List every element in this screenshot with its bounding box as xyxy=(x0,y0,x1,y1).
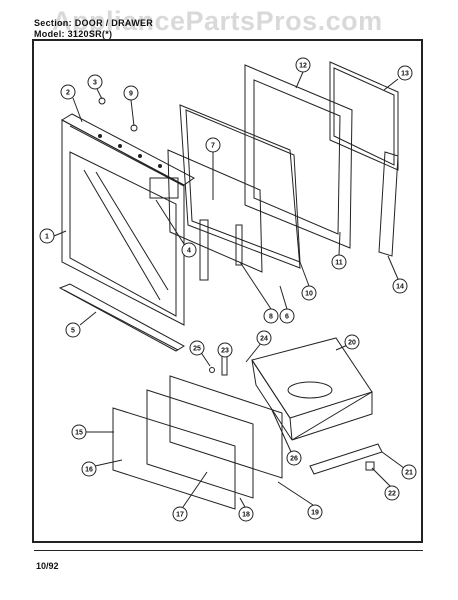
callout-8: 8 xyxy=(263,308,279,324)
callout-5: 5 xyxy=(65,322,81,338)
hinge-bracket xyxy=(149,177,243,281)
svg-text:2: 2 xyxy=(66,90,70,97)
svg-text:4: 4 xyxy=(187,248,191,255)
callout-2: 2 xyxy=(60,84,76,100)
callout-18: 18 xyxy=(238,506,254,522)
callout-25: 25 xyxy=(189,340,205,356)
callout-7: 7 xyxy=(205,137,221,153)
callout-20: 20 xyxy=(344,334,360,350)
callout-1: 1 xyxy=(39,228,55,244)
side-seal-strip xyxy=(378,151,399,257)
svg-text:6: 6 xyxy=(285,314,289,321)
svg-text:15: 15 xyxy=(75,430,83,437)
callout-6: 6 xyxy=(279,308,295,324)
svg-text:10: 10 xyxy=(305,291,313,298)
svg-text:23: 23 xyxy=(221,348,229,355)
callout-14: 14 xyxy=(392,278,408,294)
model-title: Model: 3120SR(*) xyxy=(34,29,113,39)
door-outer-panel xyxy=(61,119,185,326)
callout-11: 11 xyxy=(331,254,347,270)
callout-10: 10 xyxy=(301,285,317,301)
svg-text:19: 19 xyxy=(311,510,319,517)
callout-23: 23 xyxy=(217,342,233,358)
callout-19: 19 xyxy=(307,504,323,520)
svg-text:25: 25 xyxy=(193,346,201,353)
door-inner-liner xyxy=(244,64,353,249)
svg-text:14: 14 xyxy=(396,284,404,291)
svg-text:7: 7 xyxy=(211,143,215,150)
svg-text:5: 5 xyxy=(71,328,75,335)
svg-text:1: 1 xyxy=(45,234,49,241)
svg-text:11: 11 xyxy=(335,260,343,267)
callout-15: 15 xyxy=(71,424,87,440)
callout-21: 21 xyxy=(401,464,417,480)
svg-text:3: 3 xyxy=(93,80,97,87)
callout-22: 22 xyxy=(384,485,400,501)
svg-text:16: 16 xyxy=(85,467,93,474)
callout-24: 24 xyxy=(256,330,272,346)
callout-4: 4 xyxy=(181,242,197,258)
svg-text:21: 21 xyxy=(405,470,413,477)
svg-text:9: 9 xyxy=(129,91,133,98)
diagram-frame xyxy=(32,39,423,543)
door-top-trim xyxy=(60,113,195,187)
callout-3: 3 xyxy=(87,74,103,90)
svg-text:17: 17 xyxy=(176,512,184,519)
svg-text:24: 24 xyxy=(260,336,268,343)
section-title: Section: DOOR / DRAWER xyxy=(34,18,154,28)
leader-lines xyxy=(53,71,405,508)
door-bottom-trim xyxy=(58,283,185,352)
svg-text:13: 13 xyxy=(401,71,409,78)
drawer-body xyxy=(251,337,373,441)
door-gasket xyxy=(329,61,399,171)
callout-13: 13 xyxy=(397,65,413,81)
drawer-front-panel xyxy=(112,375,283,510)
svg-text:8: 8 xyxy=(269,314,273,321)
callout-17: 17 xyxy=(172,506,188,522)
svg-text:22: 22 xyxy=(388,491,396,498)
callout-9: 9 xyxy=(123,85,139,101)
watermark: AppliancePartsPros.com xyxy=(52,6,383,36)
svg-text:20: 20 xyxy=(348,340,356,347)
callout-16: 16 xyxy=(81,461,97,477)
slide-stop xyxy=(365,461,375,471)
footer-rule xyxy=(34,550,423,551)
svg-text:12: 12 xyxy=(299,63,307,70)
svg-text:18: 18 xyxy=(242,512,250,519)
callout-26: 26 xyxy=(286,450,302,466)
svg-text:26: 26 xyxy=(290,456,298,463)
revision-date: 10/92 xyxy=(36,561,59,571)
callout-12: 12 xyxy=(295,57,311,73)
